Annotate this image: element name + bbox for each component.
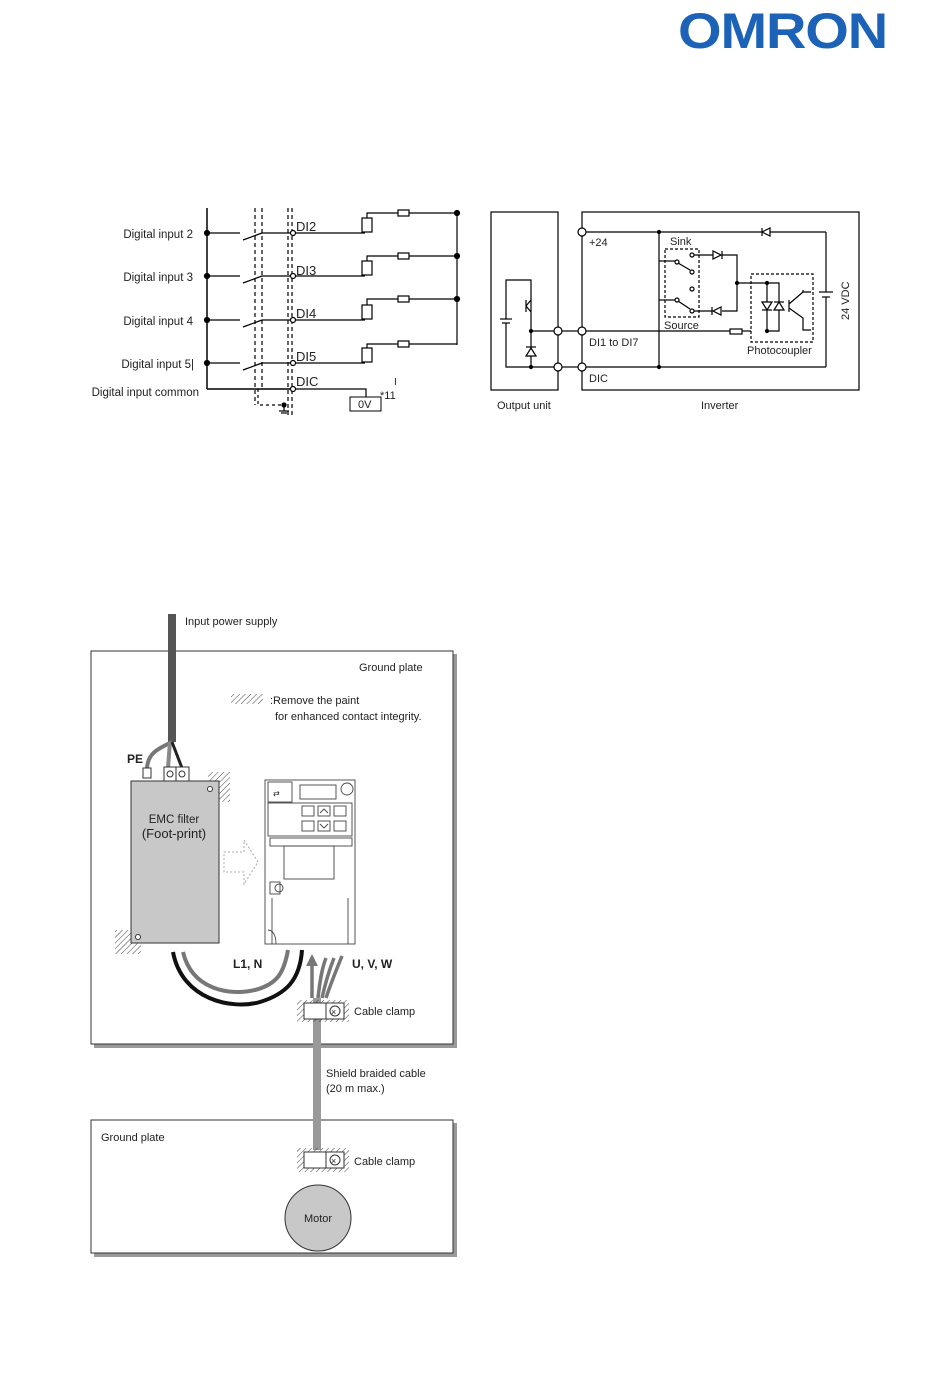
label-source: Source <box>664 320 699 332</box>
label-sink: Sink <box>670 236 692 248</box>
inverter-device: ⇄ <box>264 779 356 945</box>
label-cable-clamp-top: Cable clamp <box>354 1006 415 1018</box>
label-emc-filter: EMC filter <box>149 814 200 826</box>
label-digital-input-5: Digital input 5| <box>121 359 194 371</box>
cable-clamp-bottom <box>303 1151 345 1169</box>
zero-volt-label: 0V <box>358 399 372 411</box>
label-paint-note-1: :Remove the paint <box>270 695 359 707</box>
label-digital-input-4: Digital input 4 <box>123 316 193 328</box>
terminal-di3: DI3 <box>296 263 316 278</box>
terminal-dic: DIC <box>296 374 318 389</box>
label-shield-cable: Shield braided cable <box>326 1068 426 1080</box>
svg-text:×: × <box>331 1007 336 1017</box>
cable-clamp-top <box>303 1002 345 1020</box>
cable-l1n-black <box>171 949 304 1007</box>
input-row-di5 <box>203 340 457 371</box>
mount-arrow-icon <box>223 838 259 886</box>
note-ref-11: *11 <box>380 390 396 402</box>
cursor-mark: I <box>394 377 397 388</box>
input-power-cable <box>168 614 176 742</box>
terminal-di5: DI5 <box>296 349 316 364</box>
label-digital-input-3: Digital input 3 <box>123 272 193 284</box>
paint-hatch-legend <box>231 694 263 704</box>
label-plus24: +24 <box>589 237 608 249</box>
emc-filter <box>130 780 220 944</box>
input-row-di2 <box>203 209 457 241</box>
motor <box>284 1184 352 1252</box>
label-digital-input-common: Digital input common <box>92 387 199 399</box>
label-24vdc: 24 VDC <box>840 281 852 320</box>
label-paint-note-2: for enhanced contact integrity. <box>275 711 422 723</box>
sink-source-circuit <box>490 211 860 391</box>
terminal-di4: DI4 <box>296 306 316 321</box>
input-row-di3 <box>203 252 457 284</box>
label-photocoupler: Photocoupler <box>747 345 812 357</box>
svg-text:×: × <box>331 1156 336 1166</box>
label-uvw: U, V, W <box>352 957 393 971</box>
label-dic-right: DIC <box>589 373 608 385</box>
label-input-power-supply: Input power supply <box>185 616 278 628</box>
shield-braided-cable <box>313 998 321 1150</box>
label-inverter: Inverter <box>701 400 739 412</box>
cable-uvw <box>310 955 344 999</box>
cable-l1n-grey <box>181 949 290 994</box>
svg-text:⇄: ⇄ <box>273 789 280 798</box>
label-ground-plate-top: Ground plate <box>359 662 423 674</box>
label-output-unit: Output unit <box>497 400 551 412</box>
label-foot-print: (Foot-print) <box>142 826 206 841</box>
label-ground-plate-bottom: Ground plate <box>101 1132 165 1144</box>
label-motor: Motor <box>304 1213 332 1225</box>
label-pe: PE <box>127 752 143 766</box>
input-row-di4 <box>203 295 457 328</box>
ground-plate-bottom <box>90 1119 454 1254</box>
omron-logo: OMRON <box>678 3 888 59</box>
label-l1n: L1, N <box>233 957 262 971</box>
label-shield-length: (20 m max.) <box>326 1083 385 1095</box>
label-digital-input-2: Digital input 2 <box>123 229 193 241</box>
label-cable-clamp-bottom: Cable clamp <box>354 1156 415 1168</box>
input-row-dic <box>207 385 382 412</box>
label-di1-to-di7: DI1 to DI7 <box>589 337 639 349</box>
terminal-di2: DI2 <box>296 219 316 234</box>
